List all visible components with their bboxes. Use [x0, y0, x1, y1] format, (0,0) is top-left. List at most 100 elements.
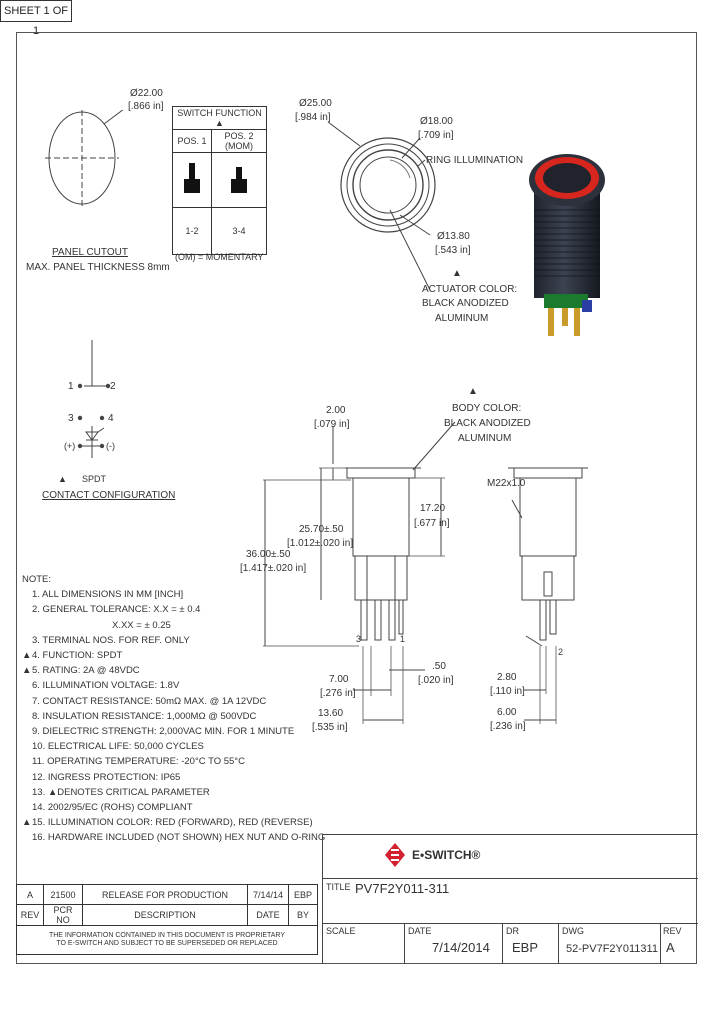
title-label: TITLE [326, 882, 351, 892]
switch-function-header: SWITCH FUNCTION ▲ [172, 106, 267, 130]
side-pin3: 3 [356, 634, 362, 644]
front-dia25: Ø25.00 [299, 98, 332, 109]
dim-2-00-in: [.079 in] [314, 419, 350, 430]
pos1-contacts: 1-2 [172, 207, 212, 255]
switch-pressed-icon [231, 167, 247, 193]
by-value: EBP [288, 884, 318, 905]
switch-released-icon [184, 163, 200, 193]
actuator-color-value: BLACK ANODIZED [422, 298, 509, 309]
end-view-drawing [508, 467, 588, 724]
dim-36-00-in: [1.417±.020 in] [240, 563, 307, 574]
note-6: 6. ILLUMINATION VOLTAGE: 1.8V [32, 680, 180, 692]
note-12: 12. INGRESS PROTECTION: IP65 [32, 771, 181, 783]
dim-2-80: 2.80 [497, 672, 517, 683]
rev-label: REV [663, 926, 682, 936]
dim-7-00: 7.00 [329, 674, 349, 685]
thread-label: M22x1.0 [487, 478, 526, 489]
front-dia18: Ø18.00 [420, 116, 453, 127]
note-10: 10. ELECTRICAL LIFE: 50,000 CYCLES [32, 741, 204, 753]
momentary-footnote: (OM) = MOMENTARY [175, 252, 264, 262]
front-dia18-in: [.709 in] [418, 130, 454, 141]
dim-0-50-in: [.020 in] [418, 675, 454, 686]
pos2-symbol [211, 152, 267, 208]
part-title: PV7F2Y011-311 [355, 881, 450, 896]
contact-pin4: 4 [108, 413, 114, 424]
scale-label: SCALE [326, 926, 356, 936]
cutout-thickness: MAX. PANEL THICKNESS 8mm [26, 262, 170, 273]
title-block-frame [322, 834, 698, 964]
body-triangle: ▲ [468, 386, 478, 397]
front-dia13-in: [.543 in] [435, 245, 471, 256]
rev-value: A [16, 884, 44, 905]
contact-type: SPDT [82, 474, 107, 484]
drawn-by: EBP [512, 940, 539, 955]
revision-table: A 21500 RELEASE FOR PRODUCTION 7/14/14 E… [16, 884, 318, 955]
contact-pin1: 1 [68, 381, 74, 392]
contact-triangle: ▲ [58, 474, 67, 484]
cutout-dia-mm: Ø22.00 [130, 88, 163, 99]
contact-caption: CONTACT CONFIGURATION [42, 490, 176, 501]
actuator-triangle: ▲ [452, 268, 462, 279]
front-view-drawing [327, 121, 436, 291]
body-color-value: BLACK ANODIZED [444, 418, 531, 429]
panel-cutout-drawing [45, 110, 124, 206]
side-pin1: 1 [400, 634, 406, 644]
dim-36-00: 36.00±.50 [246, 549, 291, 560]
note-11: 11. OPERATING TEMPERATURE: -20°C TO 55°C [32, 756, 245, 768]
note-5: ▲5. RATING: 2A @ 48VDC [22, 665, 140, 677]
contact-pin3: 3 [68, 413, 74, 424]
dim-17-20-in: [.677 in] [414, 518, 450, 529]
rev-header: REV [16, 904, 44, 926]
note-4: ▲4. FUNCTION: SPDT [22, 650, 123, 662]
note-2: 2. GENERAL TOLERANCE: X.X = ± 0.4 [32, 604, 201, 616]
pos1-symbol [172, 152, 212, 208]
dim-25-70: 25.70±.50 [299, 524, 344, 535]
dim-0-50: .50 [432, 661, 446, 672]
dim-13-60: 13.60 [318, 708, 344, 719]
revision-row: A 21500 RELEASE FOR PRODUCTION 7/14/14 E… [16, 884, 318, 905]
notes-block: NOTE: 1. ALL DIMENSIONS IN MM [INCH] 2. … [22, 572, 325, 846]
end-pin2: 2 [558, 647, 564, 657]
pcr-header: PCR NO [43, 904, 83, 926]
contact-pin2: 2 [110, 381, 116, 392]
front-dia25-in: [.984 in] [295, 112, 331, 123]
note-3: 3. TERMINAL NOS. FOR REF. ONLY [32, 634, 190, 646]
pos2-header: POS. 2 (MOM) [211, 129, 267, 153]
notice-line1: THE INFORMATION CONTAINED IN THIS DOCUME… [48, 932, 286, 939]
cutout-caption: PANEL CUTOUT [52, 247, 128, 258]
dim-17-20: 17.20 [420, 503, 446, 514]
contact-schematic [77, 340, 111, 458]
front-dia13: Ø13.80 [437, 231, 470, 242]
note-1: 1. ALL DIMENSIONS IN MM [INCH] [32, 589, 184, 601]
by-header: BY [288, 904, 318, 926]
dr-label: DR [506, 926, 519, 936]
note-8: 8. INSULATION RESISTANCE: 1,000MΩ @ 500V… [32, 710, 257, 722]
ring-illumination-label: RING ILLUMINATION [426, 155, 524, 166]
dim-7-00-in: [.276 in] [320, 688, 356, 699]
side-view-drawing [263, 421, 456, 724]
dwg-label: DWG [562, 926, 584, 936]
note-2b: X.XX = ± 0.25 [112, 619, 171, 631]
dim-13-60-in: [.535 in] [312, 722, 348, 733]
revision-header-row: REV PCR NO DESCRIPTION DATE BY [16, 904, 318, 926]
switch-function-table: SWITCH FUNCTION ▲ POS. 1 POS. 2 (MOM) 1-… [172, 106, 267, 255]
pos2-contacts: 3-4 [211, 207, 267, 255]
contact-minus: (-) [106, 441, 115, 451]
date-value: 7/14/14 [247, 884, 289, 905]
date-label: DATE [408, 926, 432, 936]
actuator-color-label: ACTUATOR COLOR: [422, 284, 518, 295]
cutout-dia-in: [.866 in] [128, 101, 164, 112]
eswitch-logo-icon [385, 843, 405, 867]
note-7: 7. CONTACT RESISTANCE: 50mΩ MAX. @ 1A 12… [32, 695, 267, 707]
note-15: ▲15. ILLUMINATION COLOR: RED (FORWARD), … [22, 817, 313, 829]
body-material: ALUMINUM [458, 433, 512, 444]
date-header: DATE [247, 904, 289, 926]
dim-25-70-in: [1.012±.020 in] [287, 538, 354, 549]
notes-header: NOTE: [22, 574, 52, 585]
notice-line2: TO E-SWITCH AND SUBJECT TO BE SUPERSEDED… [56, 940, 278, 947]
desc-value: RELEASE FOR PRODUCTION [82, 884, 248, 905]
note-14: 14. 2002/95/EC (ROHS) COMPLIANT [32, 802, 193, 814]
proprietary-notice: THE INFORMATION CONTAINED IN THIS DOCUME… [16, 925, 318, 955]
drawing-date: 7/14/2014 [432, 940, 490, 955]
